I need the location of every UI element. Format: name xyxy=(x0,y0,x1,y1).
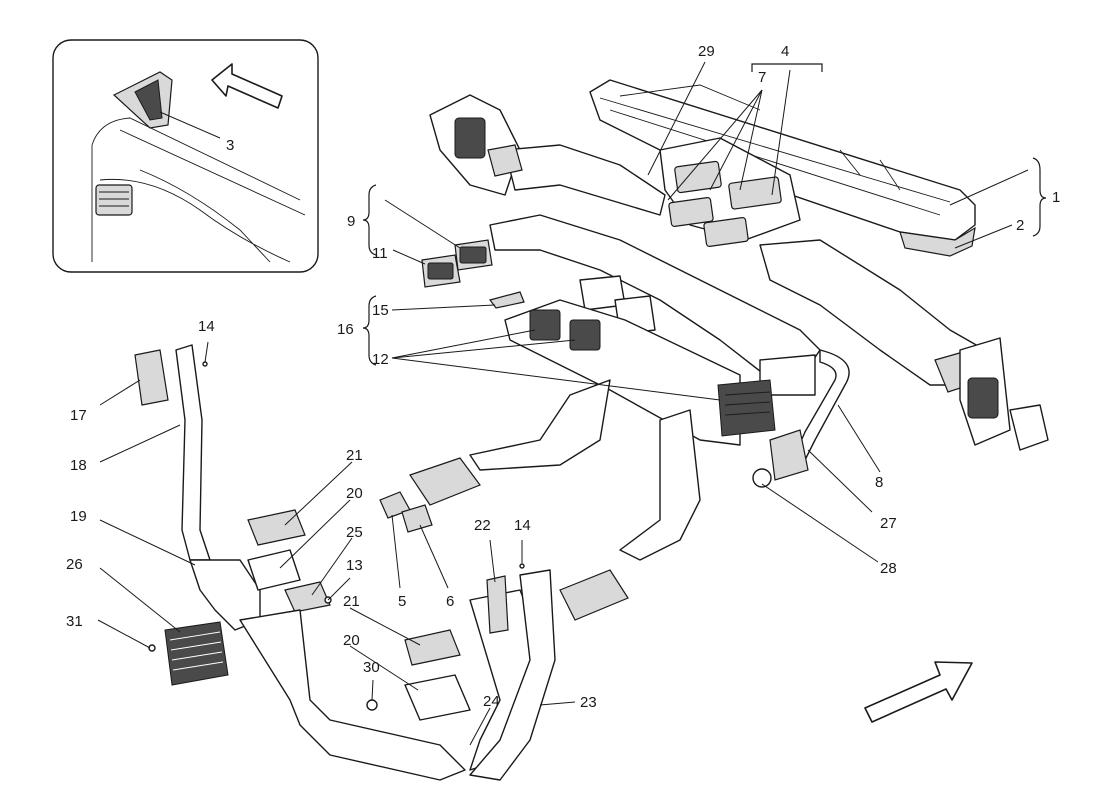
vent-part-17 xyxy=(134,349,169,406)
vent-outlet-d xyxy=(703,216,749,248)
floor-vent-left xyxy=(409,457,481,506)
pad-part-6 xyxy=(401,504,433,533)
floor-vent-right xyxy=(559,569,629,621)
label-5: 5 xyxy=(398,593,406,610)
duct-part-20a xyxy=(247,549,301,591)
label-29: 29 xyxy=(698,43,715,60)
vent-outlet-c xyxy=(668,196,714,228)
label-3: 3 xyxy=(226,137,234,154)
dashboard-upper-duct xyxy=(589,79,976,257)
bracket-part-25 xyxy=(284,581,331,613)
inset-side-vent xyxy=(95,184,133,216)
dashboard-seal-part-2 xyxy=(899,226,976,257)
label-20a: 20 xyxy=(346,485,363,502)
brace-9 xyxy=(362,184,377,256)
label-21b: 21 xyxy=(343,593,360,610)
middle-duct-assembly xyxy=(489,214,1049,451)
label-19: 19 xyxy=(70,508,87,525)
dashboard-beam-part-1 xyxy=(589,79,976,241)
label-18: 18 xyxy=(70,457,87,474)
left-floor-pads xyxy=(247,509,331,613)
inset-direction-arrow xyxy=(211,63,283,109)
label-15: 15 xyxy=(372,302,389,319)
console-vent-assembly xyxy=(488,291,776,446)
label-12: 12 xyxy=(372,351,389,368)
label-14b: 14 xyxy=(514,517,531,534)
label-27: 27 xyxy=(880,515,897,532)
label-1: 1 xyxy=(1052,189,1060,206)
label-26: 26 xyxy=(66,556,83,573)
rear-left-ducts xyxy=(134,344,261,631)
vent-part-12a xyxy=(529,309,561,341)
label-25: 25 xyxy=(346,524,363,541)
screw-part-14b xyxy=(519,563,525,569)
brace-1 xyxy=(1032,157,1047,237)
left-grille xyxy=(148,621,229,686)
label-14a: 14 xyxy=(198,318,215,335)
label-21a: 21 xyxy=(346,447,363,464)
clip-part-30 xyxy=(366,699,378,711)
label-23: 23 xyxy=(580,694,597,711)
direction-arrow xyxy=(864,661,973,723)
label-28: 28 xyxy=(880,560,897,577)
brace-16 xyxy=(362,295,377,366)
vent-part-12c xyxy=(717,379,776,437)
vent-part-22 xyxy=(486,575,509,634)
label-22: 22 xyxy=(474,517,491,534)
label-2: 2 xyxy=(1016,217,1024,234)
vent-parts-9-11 xyxy=(421,239,493,288)
callout-labels: 3 29 4 7 1 2 9 11 15 16 12 14 17 18 19 2… xyxy=(66,43,1060,711)
label-9: 9 xyxy=(347,213,355,230)
label-17: 17 xyxy=(70,407,87,424)
pad-part-21a xyxy=(247,509,306,546)
floor-duct-assembly xyxy=(379,379,701,621)
label-13: 13 xyxy=(346,557,363,574)
right-end-vent xyxy=(1009,404,1049,451)
vent-outlet-b xyxy=(728,176,782,210)
label-30: 30 xyxy=(363,659,380,676)
center-vents-part-7 xyxy=(659,137,801,248)
label-11: 11 xyxy=(372,245,388,262)
brace-4 xyxy=(751,63,823,72)
group-braces xyxy=(362,63,1047,366)
screw-part-14a xyxy=(202,361,208,367)
label-6: 6 xyxy=(446,593,454,610)
label-24: 24 xyxy=(483,693,500,710)
duct-part-23 xyxy=(469,569,556,781)
label-16: 16 xyxy=(337,321,354,338)
inset-dashboard-panel xyxy=(91,117,306,263)
grille-part-26 xyxy=(164,621,229,686)
duct-part-20b xyxy=(404,674,471,721)
clamp-part-27 xyxy=(769,429,809,481)
vent-outlet-a xyxy=(674,160,722,194)
pad-part-21b xyxy=(404,629,461,666)
label-8: 8 xyxy=(875,474,883,491)
label-4: 4 xyxy=(781,43,789,60)
bracket-part-15 xyxy=(488,291,525,309)
label-7: 7 xyxy=(758,69,766,86)
inset-detail xyxy=(52,39,319,273)
seal-part-28 xyxy=(752,468,772,488)
rear-lower-ducts xyxy=(202,361,556,781)
label-20b: 20 xyxy=(343,632,360,649)
label-31: 31 xyxy=(66,613,83,630)
duct-part-18 xyxy=(175,344,211,561)
vent-part-12b xyxy=(569,319,601,351)
drain-hose-assembly xyxy=(752,349,850,488)
leader-lines xyxy=(97,61,1029,746)
left-dash-duct xyxy=(429,94,666,216)
inset-frame xyxy=(52,39,319,273)
